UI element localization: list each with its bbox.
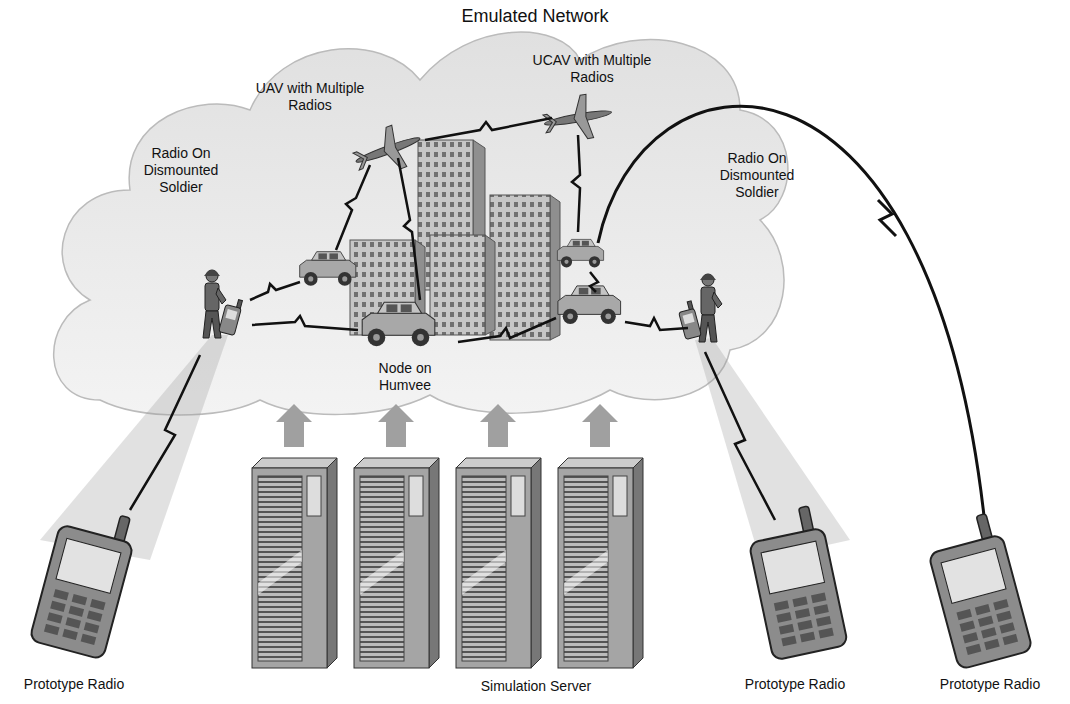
vehicle-label: Node on Humvee [369,360,441,394]
server-rack [354,458,439,668]
soldier-radio [677,301,702,340]
radio-beam [695,338,850,560]
humvee [558,286,621,324]
uav [349,118,428,183]
soldier-label: Radio On Dismounted Soldier [136,145,226,195]
prototype-radio [744,504,848,661]
prototype-radio [29,501,140,660]
diagram-title: Emulated Network [461,6,608,28]
server-rack [252,458,337,668]
server-rack [456,458,541,668]
prototype-radio [922,511,1033,670]
device-label: Prototype Radio [725,676,865,693]
aircraft-label: UAV with Multiple Radios [253,80,368,114]
humvee [557,239,603,267]
soldier [699,274,722,342]
network-cloud [54,32,788,415]
upload-arrows [276,404,618,447]
aircraft-label: UCAV with Multiple Radios [532,52,652,86]
humvee [362,302,435,346]
humvee [300,252,356,286]
server-label: Simulation Server [456,678,616,695]
device-label: Prototype Radio [4,676,144,693]
soldier-label: Radio On Dismounted Soldier [712,150,802,200]
soldier-radio [219,297,244,336]
server-rack [558,458,643,668]
device-label: Prototype Radio [920,676,1060,693]
